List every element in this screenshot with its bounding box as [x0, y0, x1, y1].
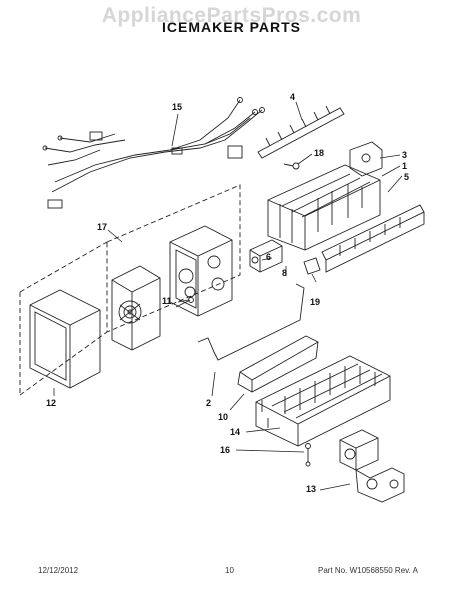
page-title: ICEMAKER PARTS [162, 19, 301, 35]
callout-4: 4 [290, 92, 296, 102]
ice-mold [267, 164, 381, 251]
watermark: AppliancePartsPros.com [101, 4, 362, 27]
leader-lines [53, 101, 403, 491]
callout-2: 2 [206, 398, 212, 408]
callout-5: 5 [404, 172, 410, 182]
control-assembly-outline [19, 184, 241, 396]
stripper-5 [321, 204, 425, 273]
callout-14: 14 [230, 427, 241, 437]
mold-bearing-3 [349, 141, 383, 177]
clip-19 [303, 257, 321, 275]
callout-17: 17 [97, 222, 108, 232]
callout-12: 12 [46, 398, 57, 408]
cover-plate-10 [237, 335, 319, 393]
fastener-16 [305, 443, 311, 467]
wire-harness [42, 97, 265, 209]
motor-8 [249, 239, 283, 273]
callout-6: 6 [266, 252, 272, 262]
callout-16: 16 [220, 445, 231, 455]
icemaker-housing [169, 225, 233, 317]
ejector-4 [257, 105, 345, 159]
callout-19: 19 [310, 297, 321, 307]
screw-18 [283, 162, 300, 170]
icemaker-cover [29, 289, 101, 389]
callout-1: 1 [402, 161, 408, 171]
callout-8: 8 [282, 268, 288, 278]
icemaker-tray-14 [255, 355, 391, 447]
footer-page-number: 10 [225, 566, 234, 575]
callout-3: 3 [402, 150, 408, 160]
callout-15: 15 [172, 102, 183, 112]
callout-13: 13 [306, 484, 317, 494]
footer-part-number: Part No. W10568550 Rev. A [318, 566, 418, 575]
footer-date: 12/12/2012 [38, 566, 79, 575]
callout-10: 10 [218, 412, 229, 422]
callout-11: 11 [162, 296, 172, 306]
water-valve-13 [339, 429, 405, 503]
callout-18: 18 [314, 148, 325, 158]
shutoff-arm-2 [197, 283, 305, 361]
control-module [111, 265, 161, 351]
